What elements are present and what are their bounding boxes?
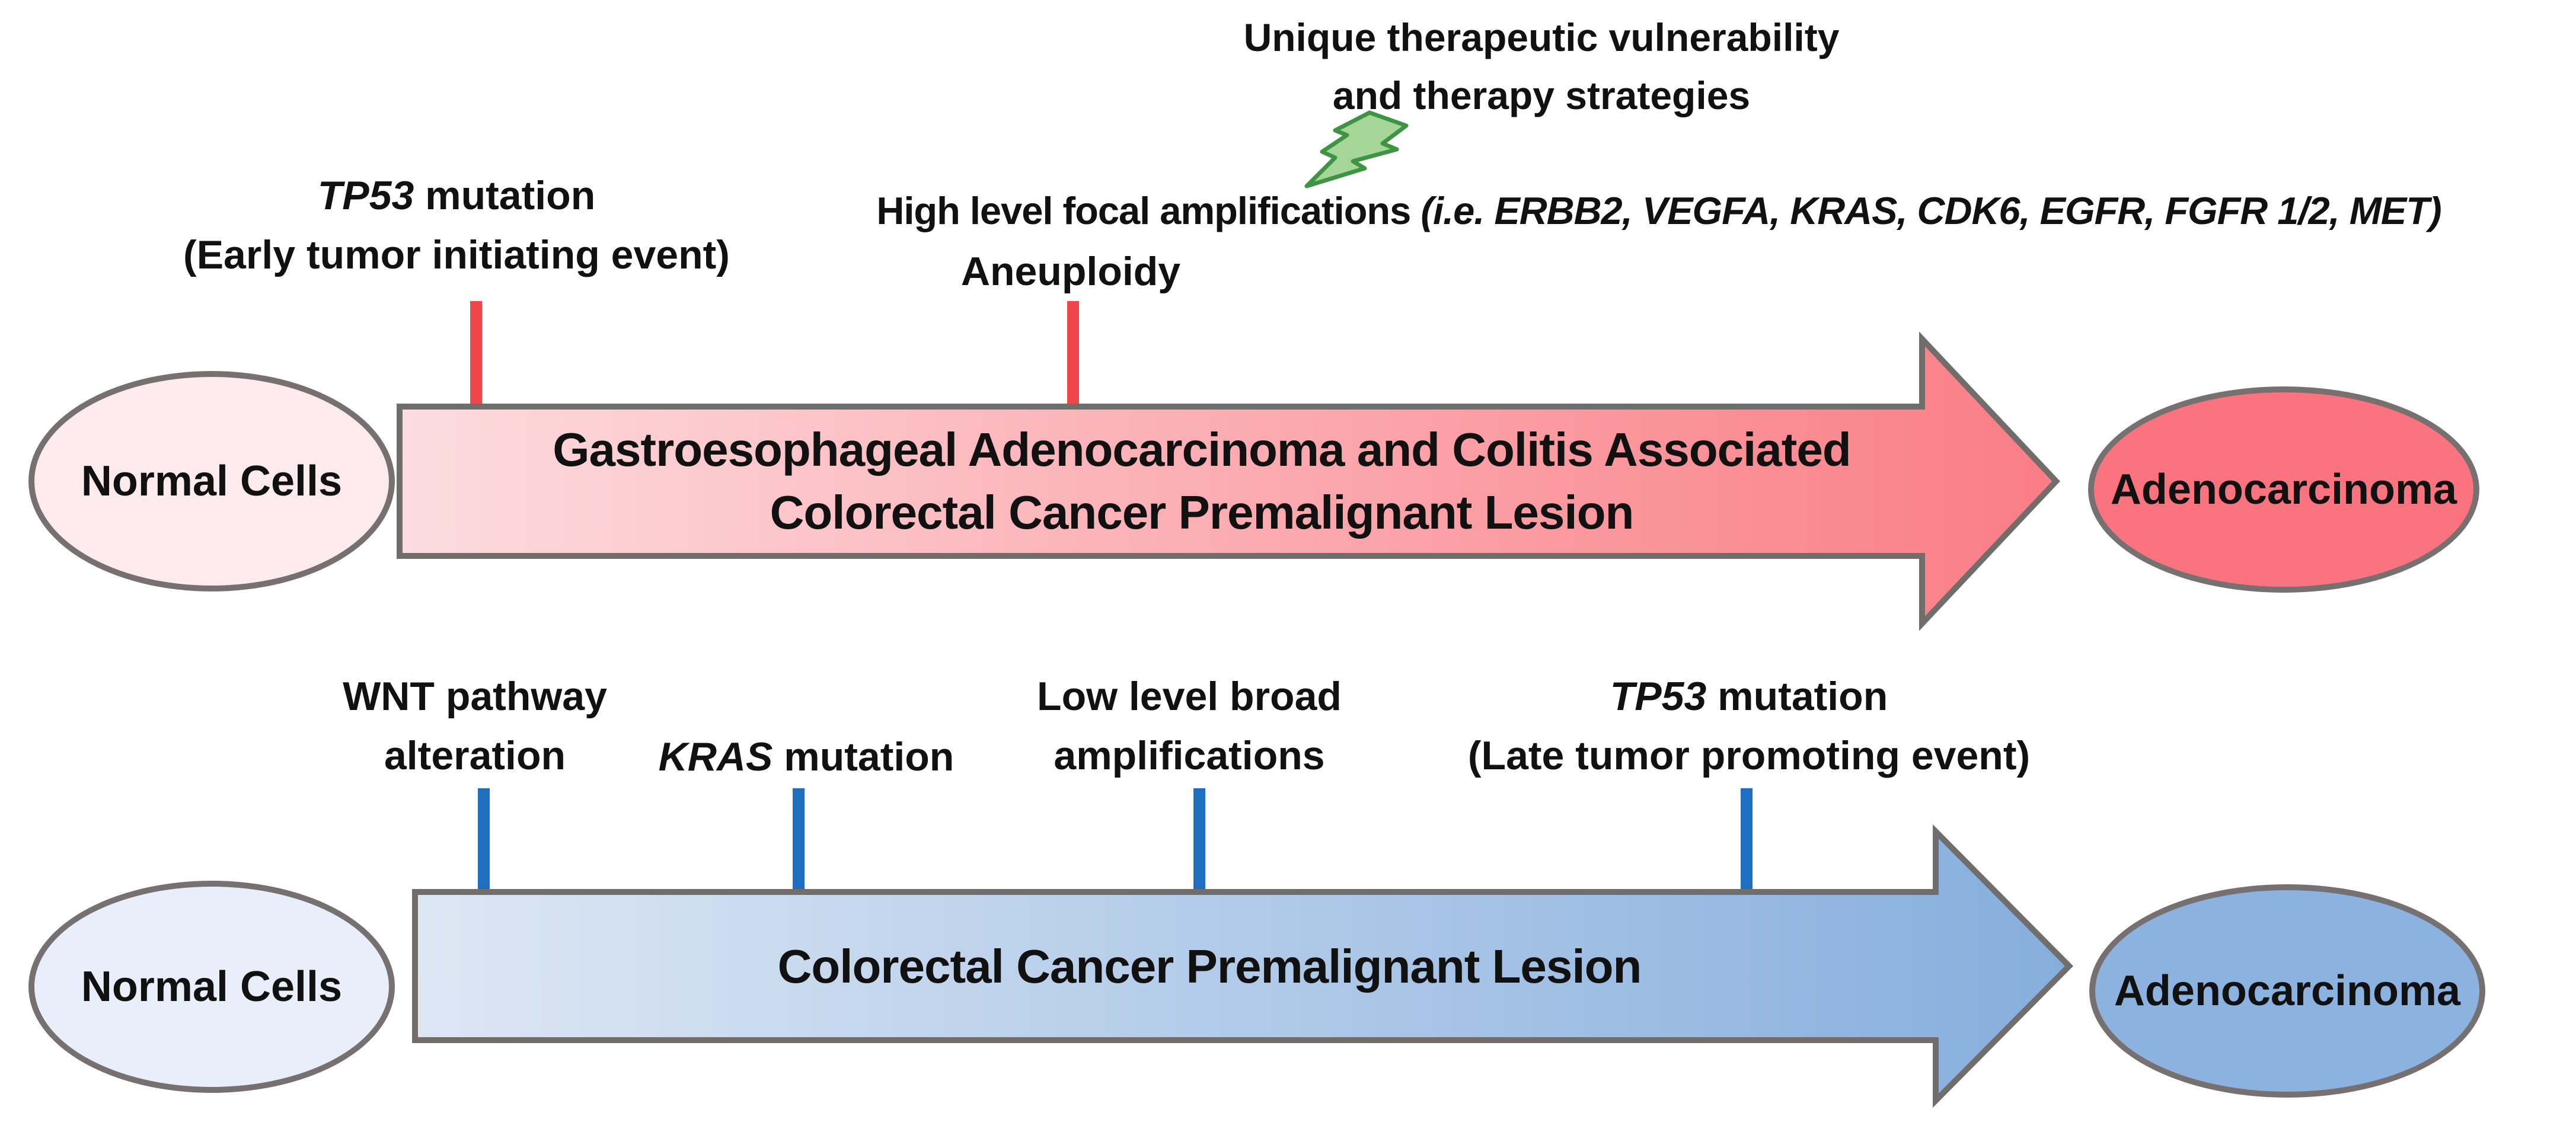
annotation-broad-amplifications: Low level broad amplifications bbox=[1037, 667, 1342, 785]
annotation-broad-amplifications-line2: amplifications bbox=[1054, 733, 1325, 778]
blue-tick-wnt bbox=[478, 788, 490, 896]
annotation-aneuploidy: Aneuploidy bbox=[960, 249, 1181, 294]
annotation-kras: KRAS mutation bbox=[659, 727, 955, 786]
blue-adenocarcinoma-label: Adenocarcinoma bbox=[2114, 967, 2461, 1015]
gene-name-tp53-late: TP53 bbox=[1610, 674, 1707, 719]
lightning-bolt-icon bbox=[1304, 110, 1409, 188]
blue-normal-cells-ellipse: Normal Cells bbox=[28, 881, 395, 1093]
annotation-tp53-late-suffix: mutation bbox=[1706, 674, 1888, 719]
blue-tick-tp53-late bbox=[1741, 788, 1753, 896]
blue-arrow-label: Colorectal Cancer Premalignant Lesion bbox=[777, 940, 1642, 993]
therapy-note-line2: and therapy strategies bbox=[1332, 73, 1751, 117]
blue-adenocarcinoma-ellipse: Adenocarcinoma bbox=[2089, 884, 2485, 1098]
red-adenocarcinoma-label: Adenocarcinoma bbox=[2110, 466, 2457, 513]
therapy-note-line1: Unique therapeutic vulnerability bbox=[1243, 15, 1840, 59]
gene-name-tp53: TP53 bbox=[317, 173, 414, 218]
annotation-tp53-early-detail: (Early tumor initiating event) bbox=[183, 232, 730, 277]
annotation-focal-amplifications-prefix: High level focal amplifications bbox=[876, 189, 1421, 232]
red-normal-cells-label: Normal Cells bbox=[81, 458, 343, 505]
gene-name-kras: KRAS bbox=[658, 734, 773, 779]
annotation-tp53-early-suffix: mutation bbox=[414, 173, 596, 218]
red-progression-arrow bbox=[397, 331, 2060, 631]
red-tick-aneuploidy bbox=[1067, 301, 1079, 414]
annotation-focal-amplifications: High level focal amplifications (i.e. ER… bbox=[876, 188, 2441, 233]
annotation-tp53-late-title: TP53 mutation bbox=[1468, 667, 2030, 726]
red-arrow-label-line1: Gastroesophageal Adenocarcinoma and Coli… bbox=[553, 423, 1852, 476]
annotation-broad-amplifications-line1: Low level broad bbox=[1037, 674, 1342, 719]
red-arrow-label: Gastroesophageal Adenocarcinoma and Coli… bbox=[400, 418, 2004, 544]
therapy-note: Unique therapeutic vulnerability and the… bbox=[1244, 8, 1840, 124]
annotation-wnt: WNT pathway alteration bbox=[343, 667, 607, 785]
annotation-kras-suffix: mutation bbox=[773, 734, 955, 779]
annotation-tp53-late-detail: (Late tumor promoting event) bbox=[1467, 733, 2031, 778]
blue-tick-broad-amplifications bbox=[1193, 788, 1205, 896]
annotation-tp53-early-title: TP53 mutation bbox=[183, 166, 730, 225]
annotation-wnt-line2: alteration bbox=[384, 733, 566, 778]
annotation-tp53-late: TP53 mutation (Late tumor promoting even… bbox=[1468, 667, 2030, 785]
blue-tick-kras bbox=[793, 788, 805, 896]
red-normal-cells-ellipse: Normal Cells bbox=[28, 371, 395, 591]
red-tick-tp53-early bbox=[470, 301, 482, 414]
red-adenocarcinoma-ellipse: Adenocarcinoma bbox=[2088, 386, 2479, 593]
red-arrow-label-line2: Colorectal Cancer Premalignant Lesion bbox=[770, 486, 1635, 539]
annotation-tp53-early: TP53 mutation (Early tumor initiating ev… bbox=[183, 166, 730, 284]
annotation-focal-amplifications-genes: (i.e. ERBB2, VEGFA, KRAS, CDK6, EGFR, FG… bbox=[1421, 189, 2441, 232]
annotation-wnt-line1: WNT pathway bbox=[343, 674, 607, 719]
blue-progression-arrow bbox=[412, 824, 2074, 1108]
blue-normal-cells-label: Normal Cells bbox=[81, 963, 343, 1011]
